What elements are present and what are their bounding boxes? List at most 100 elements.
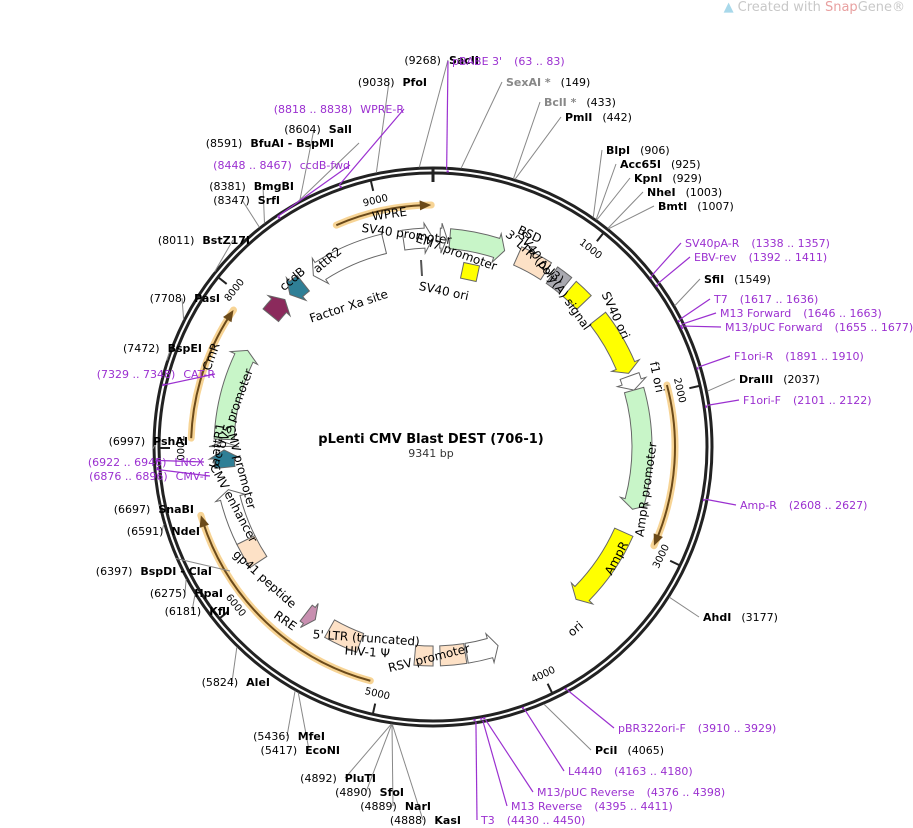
primer-range: (1646 .. 1663) (803, 307, 882, 320)
enzyme-position: (6697) (114, 503, 151, 516)
enzyme-position: (7472) (123, 342, 160, 355)
tick-mark (371, 703, 377, 715)
primer-leader-line (161, 373, 216, 386)
enzyme-label: (5417)EcoNI (261, 744, 340, 757)
primer-leader-line (475, 721, 478, 821)
feature-sv40-ori-shape (562, 280, 592, 311)
enzyme-leader-line (543, 703, 592, 751)
enzyme-leader-line (262, 185, 265, 224)
enzyme-label: Acc65I(925) (620, 158, 701, 171)
enzyme-label: SfiI(1549) (704, 273, 771, 286)
enzyme-name: KflI (209, 605, 230, 618)
primer-name: M13/pUC Forward (725, 321, 823, 334)
orf-line (335, 204, 425, 227)
watermark-brand-gene: Gene (857, 0, 892, 15)
enzyme-leader-line (365, 723, 393, 793)
primer-range: (2608 .. 2627) (789, 499, 868, 512)
watermark-prefix: Created with (737, 0, 825, 15)
feature-cmr-shape (213, 349, 259, 441)
enzyme-position: (9268) (404, 54, 441, 67)
feature-f1-ori-label: f1 ori (647, 360, 667, 394)
primer-name: LNCX (174, 456, 204, 469)
tick-label: 4000 (530, 665, 558, 686)
enzyme-label: (6697)SnaBI (114, 503, 194, 516)
feature-5-ltr-truncated-shape (439, 643, 468, 667)
enzyme-label: (5824) AleI (202, 676, 270, 689)
primer-label: M13 Forward(1646 .. 1663) (720, 307, 882, 320)
enzyme-position: (2037) (783, 373, 820, 386)
primer-name: pBR322ori-F (618, 722, 686, 735)
primer-range: (1617 .. 1636) (740, 293, 819, 306)
enzyme-leader-line (460, 81, 503, 169)
primer-leader-line (276, 164, 351, 218)
tick-label: 5000 (364, 686, 391, 702)
enzyme-leader-line (344, 723, 392, 779)
enzyme-position: (3177) (741, 611, 778, 624)
enzyme-leader-line (297, 692, 310, 751)
enzyme-name: BmgBI (254, 180, 294, 193)
enzyme-name: BfuAI - BspMI (250, 137, 334, 150)
enzyme-name: PshAI (153, 435, 188, 448)
enzyme-name: PluTI (345, 772, 376, 785)
primer-label: (8818 .. 8838)WPRE-R (274, 103, 405, 116)
sv40-ori-box (459, 261, 481, 283)
enzyme-position: (1003) (686, 186, 723, 199)
enzyme-name: HpaI (194, 587, 223, 600)
tick-label: 8000 (223, 277, 247, 304)
enzyme-label: (7472)BspEI (123, 342, 202, 355)
enzyme-name: BlpI (606, 144, 630, 157)
enzyme-leader-line (166, 347, 172, 361)
enzyme-name: SacII (449, 54, 479, 67)
enzyme-leader-line (286, 690, 296, 737)
enzyme-position: (925) (671, 158, 701, 171)
enzyme-leader-line (158, 504, 164, 510)
enzyme-position: (4892) (300, 772, 337, 785)
tick-mark (596, 232, 605, 242)
enzyme-label: (6397)BspDI - ClaI (96, 565, 212, 578)
enzyme-name: NarI (405, 800, 431, 813)
enzyme-label: DraIII(2037) (739, 373, 820, 386)
feature-gp41-peptide-shape (299, 603, 319, 629)
primer-label: M13/pUC Forward(1655 .. 1677) (725, 321, 913, 334)
enzyme-label: BlpI(906) (606, 144, 670, 157)
orf-line (190, 314, 231, 439)
enzyme-position: (7708) (150, 292, 187, 305)
primer-binding-mark (277, 216, 281, 220)
enzyme-leader-line (375, 81, 390, 173)
enzyme-label: (6275)HpaI (150, 587, 223, 600)
enzyme-name: AhdI (703, 611, 731, 624)
enzyme-leader-line (418, 59, 449, 168)
primer-leader-line (446, 60, 449, 170)
feature-attr2-shape (285, 274, 311, 302)
enzyme-leader-line (214, 239, 234, 273)
enzyme-position: (433) (586, 96, 616, 109)
primer-name: CAT-R (183, 368, 215, 381)
orf-line (201, 521, 371, 682)
enzyme-name: BstZ17I (202, 234, 250, 247)
primer-label: (8448 .. 8467)ccdB-fwd (213, 159, 350, 172)
enzyme-position: (442) (602, 111, 632, 124)
feature-wpre-label: WPRE (371, 205, 408, 224)
primer-range: (4430 .. 4450) (507, 814, 586, 827)
primer-range: (2101 .. 2122) (793, 394, 872, 407)
enzyme-position: (8011) (158, 234, 195, 247)
primer-label: F1ori-R(1891 .. 1910) (734, 350, 864, 363)
primer-leader-line (482, 720, 508, 807)
primer-name: L4440 (568, 765, 602, 778)
primer-label: F1ori-F(2101 .. 2122) (743, 394, 872, 407)
feature-sv40-poly-a-signal-shape (545, 266, 573, 294)
primer-name: EBV-rev (694, 251, 737, 264)
enzyme-label: BmtI(1007) (658, 200, 734, 213)
enzyme-leader-line (391, 723, 424, 821)
primer-label: Amp-R(2608 .. 2627) (740, 499, 867, 512)
primer-range: (4395 .. 4411) (594, 800, 673, 813)
enzyme-position: (5824) (202, 676, 239, 689)
enzyme-name: SfoI (380, 786, 404, 799)
primer-name: pBABE 3' (452, 55, 502, 68)
enzyme-leader-line (674, 278, 701, 307)
enzyme-name: AleI (246, 676, 270, 689)
primer-label: T7(1617 .. 1636) (713, 293, 818, 306)
enzyme-label: NheI(1003) (647, 186, 722, 199)
enzyme-name: SexAI * (506, 76, 551, 89)
enzyme-name: BmtI (658, 200, 687, 213)
